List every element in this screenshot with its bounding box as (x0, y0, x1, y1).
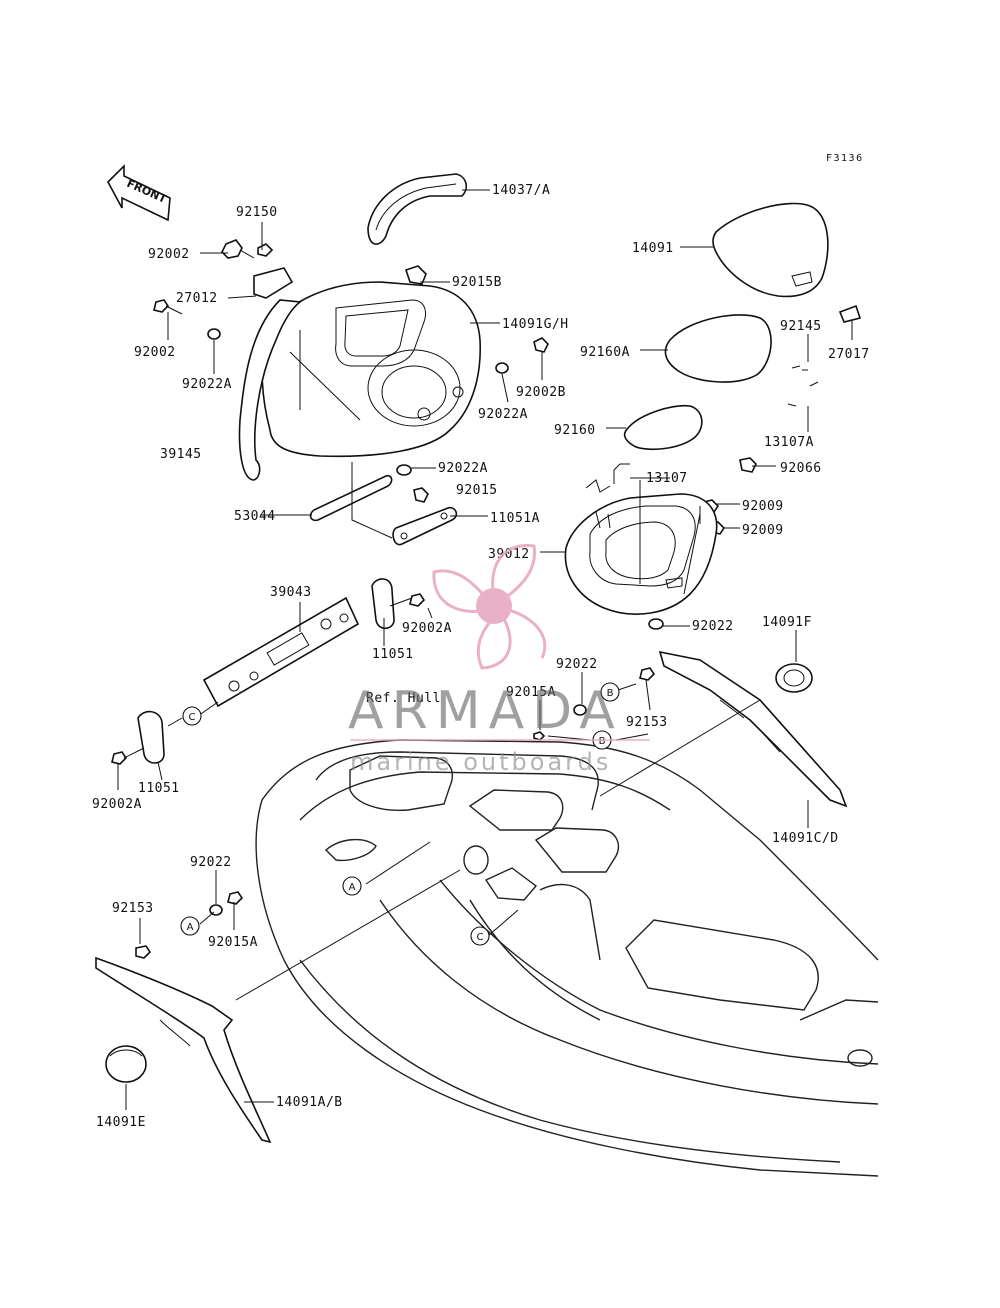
side-rail-left (95, 956, 272, 1144)
callout-label: A (187, 922, 194, 933)
leader-lines (117, 189, 853, 1110)
figure-code: F3136 (826, 153, 864, 164)
bracket-11051a (392, 506, 458, 546)
part-label: 92015A (208, 935, 258, 950)
callout-label: C (189, 712, 196, 723)
part-label: 14091A/B (276, 1095, 343, 1110)
cap-14091f (775, 663, 813, 693)
part-label: 39043 (270, 585, 312, 600)
callout-label: C (477, 932, 484, 943)
part-label: 92002A (92, 797, 142, 812)
part-label: 92150 (236, 205, 278, 220)
lower-hardware (135, 667, 656, 959)
hull-outline (255, 739, 879, 1177)
callout-a-lower: A (180, 916, 200, 936)
side-rail-right (658, 650, 848, 808)
gasket-92160 (623, 404, 703, 451)
windshield (238, 299, 303, 481)
part-label: 14037/A (492, 183, 550, 198)
part-label: 92066 (780, 461, 822, 476)
part-label: 27017 (828, 347, 870, 362)
part-label: 13107A (764, 435, 814, 450)
watermark: ARMADA marine outboards (348, 544, 650, 776)
part-label: 92022A (478, 407, 528, 422)
cap-14091e (105, 1045, 147, 1083)
part-label: 92022A (182, 377, 232, 392)
part-label: 92009 (742, 499, 784, 514)
part-label: 53044 (234, 509, 276, 524)
part-label: 27012 (176, 291, 218, 306)
part-label: 92022 (692, 619, 734, 634)
part-label: 92002B (516, 385, 566, 400)
part-label: 92002 (134, 345, 176, 360)
part-label: 92015A (506, 685, 556, 700)
watermark-brand: ARMADA (348, 681, 623, 741)
part-label: 92015B (452, 275, 502, 290)
part-label: 92022A (438, 461, 488, 476)
part-label: 92009 (742, 523, 784, 538)
part-label: 14091 (632, 241, 674, 256)
gasket-92160a (664, 314, 772, 383)
front-arrow-icon: FRONT (107, 164, 171, 222)
part-label: 92160 (554, 423, 596, 438)
callout-label: B (599, 736, 606, 747)
callout-c-upper: C (182, 706, 202, 726)
handle-grip (367, 173, 468, 245)
callout-c-lower: C (470, 926, 490, 946)
part-label: 92022 (190, 855, 232, 870)
part-label: 14091G/H (502, 317, 569, 332)
part-label: 13107 (646, 471, 688, 486)
part-label: 92002A (402, 621, 452, 636)
part-label: 92015 (456, 483, 498, 498)
propeller-logo-icon (432, 544, 547, 670)
part-label: 92022 (556, 657, 598, 672)
storage-lid (712, 202, 829, 298)
part-label: 92153 (112, 901, 154, 916)
support-bar (309, 474, 393, 522)
clip-hardware (585, 304, 862, 630)
part-label: 92002 (148, 247, 190, 262)
part-labels: 14037/A 92150 92002 27012 92015B 14091G/… (92, 183, 870, 1130)
part-label: 14091E (96, 1115, 146, 1130)
part-label: 11051 (138, 781, 180, 796)
ref-hull-label: Ref. Hull (366, 691, 441, 706)
front-cowl (261, 281, 482, 458)
watermark-tagline: marine outboards (350, 748, 611, 776)
part-label: 11051 (372, 647, 414, 662)
part-label: 92160A (580, 345, 630, 360)
part-label: 39145 (160, 447, 202, 462)
part-label: 14091C/D (772, 831, 839, 846)
bracket-11051-upper (371, 578, 426, 630)
storage-bucket (564, 493, 718, 615)
part-label: 92145 (780, 319, 822, 334)
callout-b-upper: B (600, 682, 620, 702)
bracket-11051-lower (111, 710, 165, 765)
part-label: 92153 (626, 715, 668, 730)
callout-label: B (607, 688, 614, 699)
part-label: 14091F (762, 615, 812, 630)
callout-label: A (349, 882, 356, 893)
callout-a-upper: A (342, 876, 362, 896)
instrument-panel (202, 596, 360, 708)
part-label: 11051A (490, 511, 540, 526)
